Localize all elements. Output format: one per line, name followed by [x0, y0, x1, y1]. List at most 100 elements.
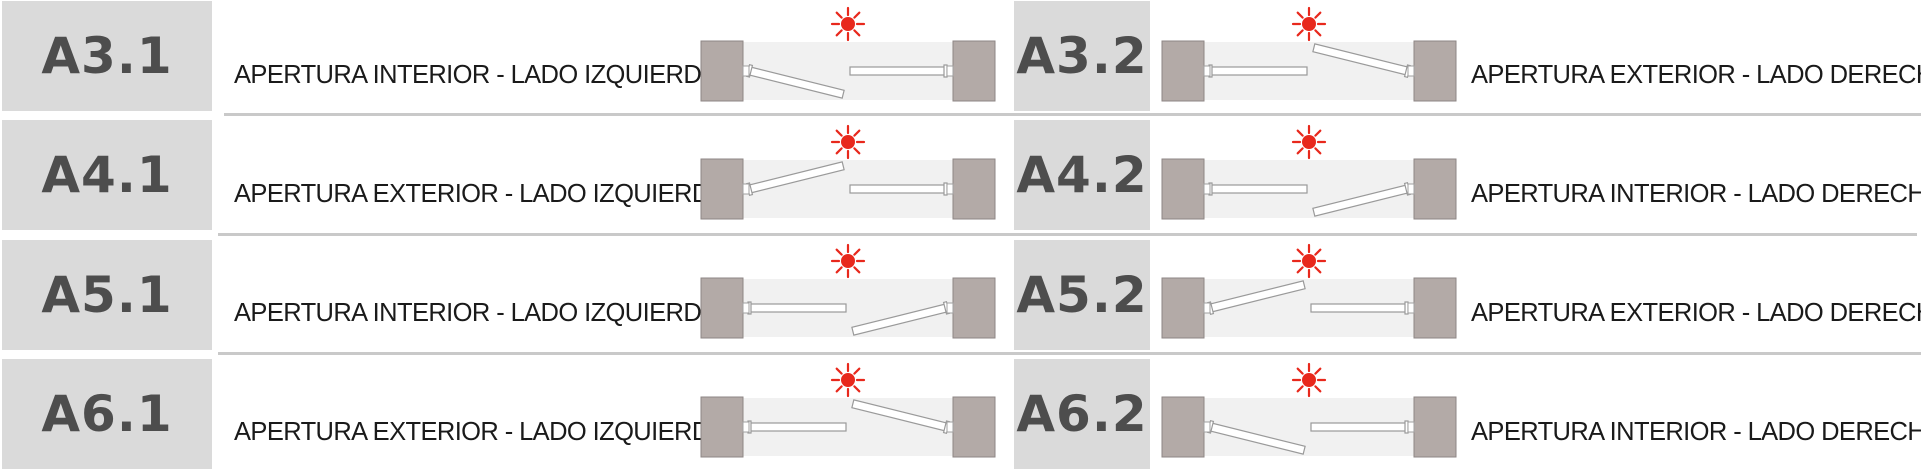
sun-icon: [1291, 124, 1327, 160]
label-a3-2: APERTURA EXTERIOR - LADO DERECHO: [1471, 61, 1921, 89]
sun-ray: [835, 248, 843, 256]
diagram-a6-1: [700, 362, 996, 458]
frame-stub-left: [742, 183, 750, 195]
frame-stub-right: [1407, 302, 1415, 314]
sun-ray: [835, 147, 843, 155]
sun-ray: [853, 248, 861, 256]
left-wall: [700, 158, 744, 220]
sun-icon: [830, 362, 866, 398]
diagram-a3-1: [700, 6, 996, 102]
diagram-a6-2: [1161, 362, 1457, 458]
right-wall: [952, 277, 996, 339]
sun-core: [1302, 373, 1316, 387]
sun-ray: [1314, 385, 1322, 393]
label-a6-1: APERTURA EXTERIOR - LADO IZQUIERDO: [234, 418, 729, 446]
closed-leaf: [1310, 422, 1408, 432]
right-wall: [1413, 158, 1457, 220]
sun-icon: [1291, 243, 1327, 279]
diagram-a5-2: [1161, 243, 1457, 339]
closed-leaf: [1210, 66, 1308, 76]
frame-stub-left: [742, 65, 750, 77]
diagram-a4-2: [1161, 124, 1457, 220]
left-wall: [700, 396, 744, 458]
diagram-a3-2: [1161, 6, 1457, 102]
door-plan: [700, 124, 996, 220]
sun-icon: [1291, 6, 1327, 42]
code-a3-1: A3.1: [2, 1, 212, 111]
right-wall: [952, 158, 996, 220]
frame-stub-left: [742, 302, 750, 314]
label-a5-1: APERTURA INTERIOR - LADO IZQUIERDO: [234, 299, 721, 327]
code-a4-2: A4.2: [1014, 120, 1150, 230]
closed-leaf: [849, 184, 947, 194]
frame-stub-right: [1407, 183, 1415, 195]
sun-ray: [1296, 266, 1304, 274]
diagram-a4-1: [700, 124, 996, 220]
sun-ray: [1296, 147, 1304, 155]
sun-ray: [853, 129, 861, 137]
right-wall: [952, 396, 996, 458]
sun-ray: [835, 11, 843, 19]
frame-stub-right: [946, 183, 954, 195]
frame-stub-right: [946, 421, 954, 433]
closed-leaf: [1210, 184, 1308, 194]
sun-core: [841, 135, 855, 149]
left-wall: [700, 277, 744, 339]
label-a4-2: APERTURA INTERIOR - LADO DERECHO: [1471, 180, 1921, 208]
sun-ray: [1296, 248, 1304, 256]
sun-ray: [835, 367, 843, 375]
frame-stub-left: [1203, 302, 1211, 314]
sun-ray: [1314, 147, 1322, 155]
sun-core: [1302, 254, 1316, 268]
door-plan: [700, 6, 996, 102]
sun-core: [1302, 17, 1316, 31]
code-a5-2: A5.2: [1014, 240, 1150, 350]
sun-icon: [830, 124, 866, 160]
frame-stub-right: [946, 65, 954, 77]
sun-ray: [853, 11, 861, 19]
sun-ray: [1314, 129, 1322, 137]
sun-core: [841, 17, 855, 31]
sun-ray: [1296, 29, 1304, 37]
sun-ray: [853, 29, 861, 37]
closed-leaf: [749, 422, 847, 432]
door-plan: [700, 243, 996, 339]
code-a3-2: A3.2: [1014, 1, 1150, 111]
sun-ray: [835, 385, 843, 393]
sun-ray: [1314, 367, 1322, 375]
sun-core: [841, 254, 855, 268]
open-leaf-group: [1312, 43, 1412, 79]
left-wall: [700, 40, 744, 102]
code-a6-1: A6.1: [2, 359, 212, 469]
sun-core: [841, 373, 855, 387]
frame-stub-left: [1203, 65, 1211, 77]
right-wall: [952, 40, 996, 102]
frame-stub-left: [1203, 183, 1211, 195]
sun-ray: [1296, 129, 1304, 137]
sun-icon: [830, 243, 866, 279]
left-wall: [1161, 158, 1205, 220]
sun-ray: [835, 29, 843, 37]
sun-ray: [1296, 11, 1304, 19]
sun-ray: [1314, 29, 1322, 37]
door-plan: [1161, 124, 1457, 220]
closed-leaf: [849, 66, 947, 76]
frame-stub-right: [946, 302, 954, 314]
label-a5-2: APERTURA EXTERIOR - LADO DERECHO: [1471, 299, 1921, 327]
label-a6-2: APERTURA INTERIOR - LADO DERECHO: [1471, 418, 1921, 446]
row-separator: [224, 113, 1921, 116]
sun-icon: [1291, 362, 1327, 398]
left-wall: [1161, 396, 1205, 458]
closed-leaf: [749, 303, 847, 313]
right-wall: [1413, 396, 1457, 458]
sun-ray: [1314, 266, 1322, 274]
frame-stub-right: [1407, 65, 1415, 77]
left-wall: [1161, 277, 1205, 339]
sun-ray: [853, 367, 861, 375]
label-a3-1: APERTURA INTERIOR - LADO IZQUIERDO: [234, 61, 721, 89]
open-leaf-group: [1206, 280, 1306, 316]
sun-icon: [830, 6, 866, 42]
door-plan: [700, 362, 996, 458]
door-plan: [1161, 243, 1457, 339]
door-plan: [1161, 6, 1457, 102]
